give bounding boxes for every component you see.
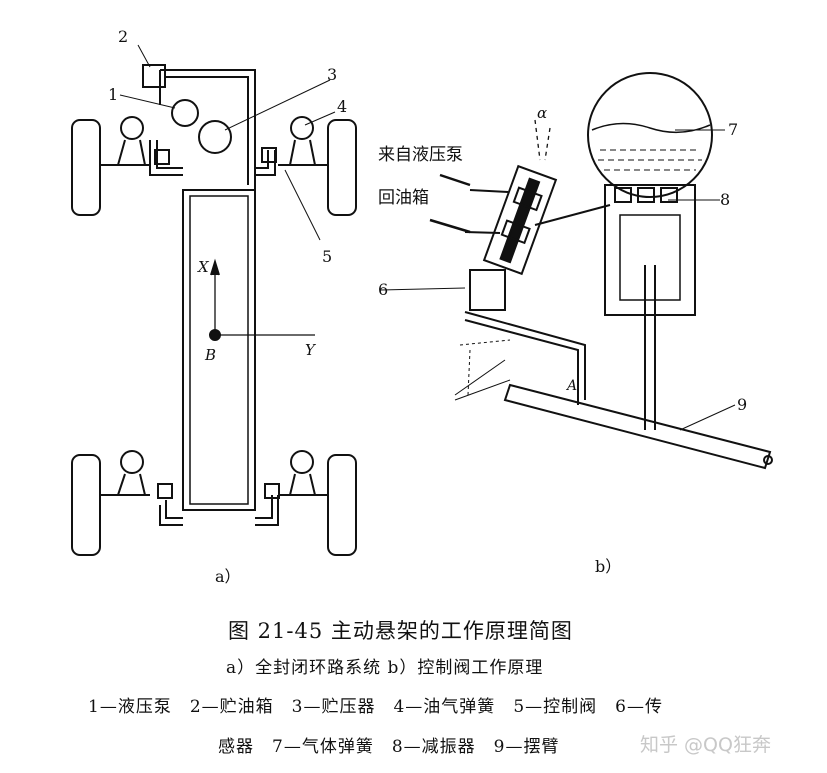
control-valve xyxy=(482,164,558,276)
wheel-rear-left xyxy=(71,454,101,556)
oil-tank xyxy=(142,64,166,88)
axis-x-label: X xyxy=(197,258,210,276)
callout-8: 8 xyxy=(720,190,730,209)
legend-item: 1—液压泵 xyxy=(88,697,172,717)
sensor xyxy=(469,269,506,311)
watermark: 知乎 @QQ狂奔 xyxy=(640,734,771,756)
callout-3: 3 xyxy=(327,65,337,84)
angle-alpha-label: α xyxy=(537,104,547,122)
diagram-b xyxy=(379,72,773,470)
callout-4: 4 xyxy=(337,97,347,116)
control-valve-fl xyxy=(154,149,170,165)
legend-item: 9—摆臂 xyxy=(493,737,560,757)
gas-spring xyxy=(587,72,713,198)
figure-subtitle: a）全封闭环路系统 b）控制阀工作原理 xyxy=(226,658,544,678)
hydraulic-lines-top xyxy=(159,69,256,190)
legend-item: 6—传 xyxy=(615,697,663,717)
from-pump-label: 来自液压泵 xyxy=(378,145,463,165)
control-valve-fr xyxy=(261,147,277,163)
legend-item: 3—贮压器 xyxy=(291,697,376,717)
wheel-front-left xyxy=(71,119,101,216)
legend-item: 感器 xyxy=(218,737,254,757)
legend-item: 7—气体弹簧 xyxy=(272,737,374,757)
legend-item: 2—贮油箱 xyxy=(189,697,274,717)
wheel-front-right xyxy=(327,119,357,216)
legend-item: 5—控制阀 xyxy=(513,697,598,717)
legend-item: 4—油气弹簧 xyxy=(393,697,496,717)
callout-7: 7 xyxy=(728,120,738,139)
legend-line-1: 1—液压泵 2—贮油箱 3—贮压器 4—油气弹簧 5—控制阀 6—传 xyxy=(88,692,681,717)
damper-cylinder xyxy=(604,184,696,316)
axis-y-label: Y xyxy=(305,341,317,359)
panel-a-label: a） xyxy=(215,567,241,586)
callout-6: 6 xyxy=(378,280,388,299)
callout-1: 1 xyxy=(108,85,118,104)
oleo-spring-rr xyxy=(290,450,314,474)
pump xyxy=(171,99,199,127)
diagram-b-labels: 来自液压泵 回油箱 α A 6 7 8 9 b） xyxy=(378,104,747,576)
wheel-rear-right xyxy=(327,454,357,556)
oleo-spring-fr xyxy=(290,116,314,140)
panel-b-label: b） xyxy=(595,557,621,576)
diagram-a xyxy=(71,44,357,556)
callout-2: 2 xyxy=(118,27,128,46)
callout-5: 5 xyxy=(322,247,332,266)
oleo-spring-fl xyxy=(120,116,144,140)
center-point-label: B xyxy=(204,346,216,364)
swing-arm xyxy=(503,383,772,470)
diagram-a-labels: 2 1 3 4 5 X Y B a） xyxy=(108,27,347,586)
accumulator xyxy=(198,120,232,154)
point-a-label: A xyxy=(565,378,577,394)
oleo-spring-rl xyxy=(120,450,144,474)
callout-9: 9 xyxy=(737,395,747,414)
figure-title: 图 21-45 主动悬架的工作原理简图 xyxy=(228,619,573,643)
to-tank-label: 回油箱 xyxy=(378,188,429,208)
legend-item: 8—减振器 xyxy=(391,737,476,757)
vehicle-frame xyxy=(182,189,256,511)
legend-line-2: 感器 7—气体弹簧 8—减振器 9—摆臂 xyxy=(218,732,577,757)
